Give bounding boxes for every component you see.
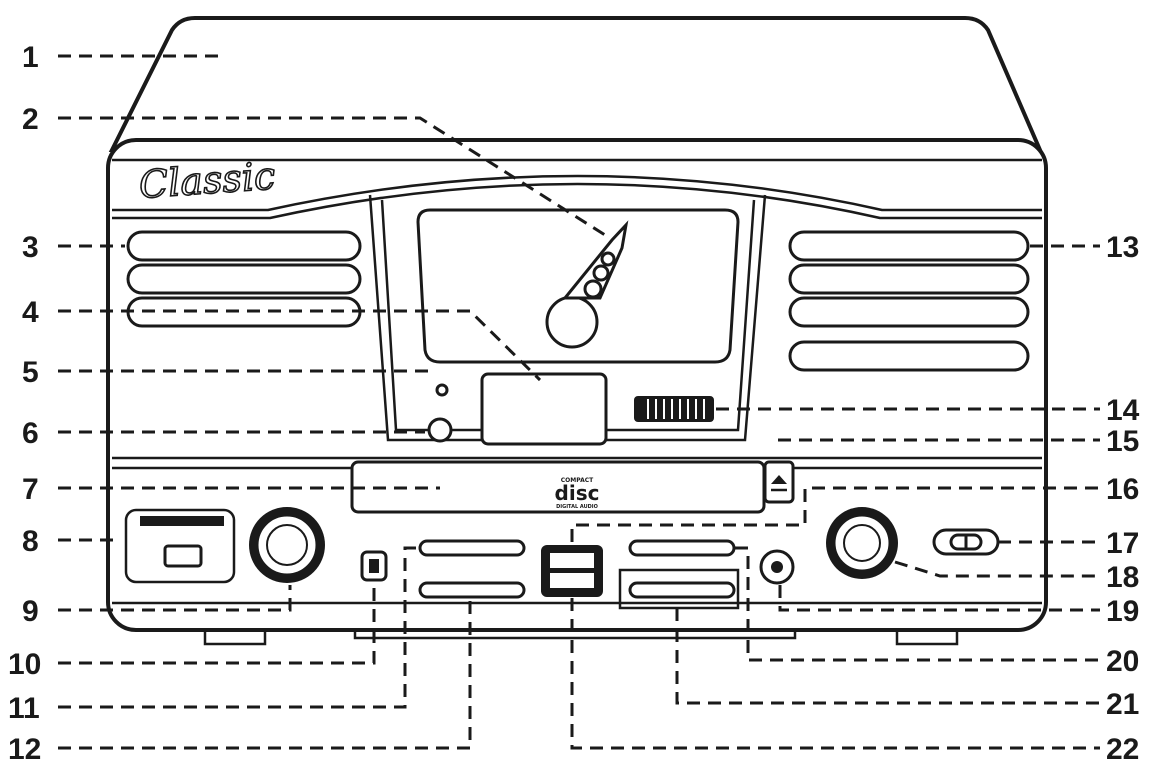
callout-19: 19 (1106, 595, 1139, 628)
power-switch[interactable] (932, 528, 1000, 556)
right-speaker-grille (788, 230, 1030, 372)
callout-22: 22 (1106, 733, 1139, 766)
left-speaker-grille (126, 230, 362, 328)
right-lower-button[interactable] (628, 581, 736, 599)
callout-3: 3 (22, 231, 39, 264)
callout-4: 4 (22, 296, 39, 329)
display-window (480, 372, 608, 446)
callout-7: 7 (22, 473, 39, 506)
callout-numbers: 1 2 3 4 5 6 7 8 9 10 11 12 13 14 15 16 1… (8, 41, 1140, 766)
brand-logo: Classic (138, 154, 277, 207)
tonearm (545, 220, 629, 349)
left-foot (203, 628, 267, 646)
callout-16: 16 (1106, 473, 1139, 506)
callout-8: 8 (22, 525, 39, 558)
disc-logo-top: COMPACT (561, 477, 594, 484)
callout-15: 15 (1106, 425, 1139, 458)
sd-slot[interactable] (140, 516, 224, 526)
function-knob[interactable] (826, 507, 898, 579)
callout-1: 1 (22, 41, 39, 74)
right-foot (895, 628, 959, 646)
standby-button[interactable] (427, 417, 453, 443)
callout-17: 17 (1106, 527, 1139, 560)
center-panel (368, 194, 767, 446)
callout-14: 14 (1106, 394, 1140, 427)
play-pause-button[interactable] (541, 545, 603, 597)
disc-logo-bottom: DIGITAL AUDIO (556, 504, 598, 510)
callout-5: 5 (22, 356, 39, 389)
usb-port[interactable] (163, 544, 203, 568)
callout-12: 12 (8, 733, 41, 766)
callout-6: 6 (22, 417, 39, 450)
disc-logo-main: disc (555, 481, 600, 505)
callout-2: 2 (22, 103, 39, 136)
callout-10: 10 (8, 648, 41, 681)
callout-18: 18 (1106, 561, 1139, 594)
leader-lines (58, 54, 1100, 750)
callout-11: 11 (8, 692, 40, 725)
left-lower-button[interactable] (418, 581, 526, 599)
volume-knob[interactable] (249, 507, 325, 583)
lid (108, 16, 1044, 152)
right-upper-button[interactable] (628, 539, 736, 557)
callout-21: 21 (1106, 688, 1139, 721)
callout-20: 20 (1106, 645, 1139, 678)
left-upper-button[interactable] (418, 539, 526, 557)
tuning-wheel[interactable] (634, 396, 714, 422)
standby-led (435, 383, 449, 397)
usb-sd-panel (124, 508, 236, 584)
callout-13: 13 (1106, 231, 1139, 264)
callout-9: 9 (22, 595, 39, 628)
